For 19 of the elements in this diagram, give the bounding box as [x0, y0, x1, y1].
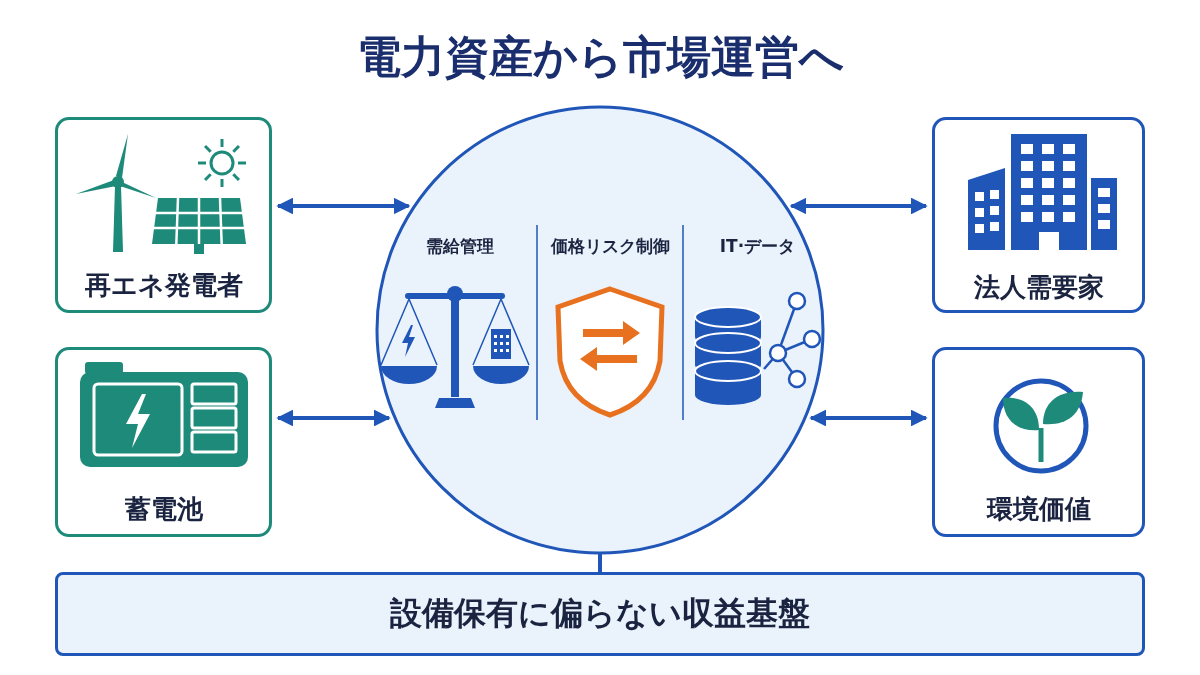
section-label: IT·データ	[718, 235, 797, 258]
double-arrow	[809, 409, 928, 427]
card-label: 環境価値	[985, 493, 1092, 526]
card-label: 法人需要家	[972, 271, 1105, 304]
double-arrow	[789, 197, 928, 215]
foundation-label: 設備保有に偏らない収益基盤	[389, 593, 811, 634]
title: 電力資産から市場運営へ	[355, 30, 845, 84]
card-label: 再エネ発電者	[83, 269, 244, 302]
card-label: 蓄電池	[123, 493, 204, 526]
category-card	[55, 347, 272, 537]
connector-line	[598, 553, 602, 572]
foundation-bar	[55, 572, 1145, 656]
double-arrow	[276, 197, 411, 215]
section-label: 需給管理	[424, 235, 495, 258]
category-card	[932, 347, 1145, 537]
double-arrow	[276, 409, 391, 427]
category-card	[55, 117, 272, 313]
section-label: 価格リスク制御	[549, 235, 671, 258]
category-card	[932, 117, 1145, 313]
